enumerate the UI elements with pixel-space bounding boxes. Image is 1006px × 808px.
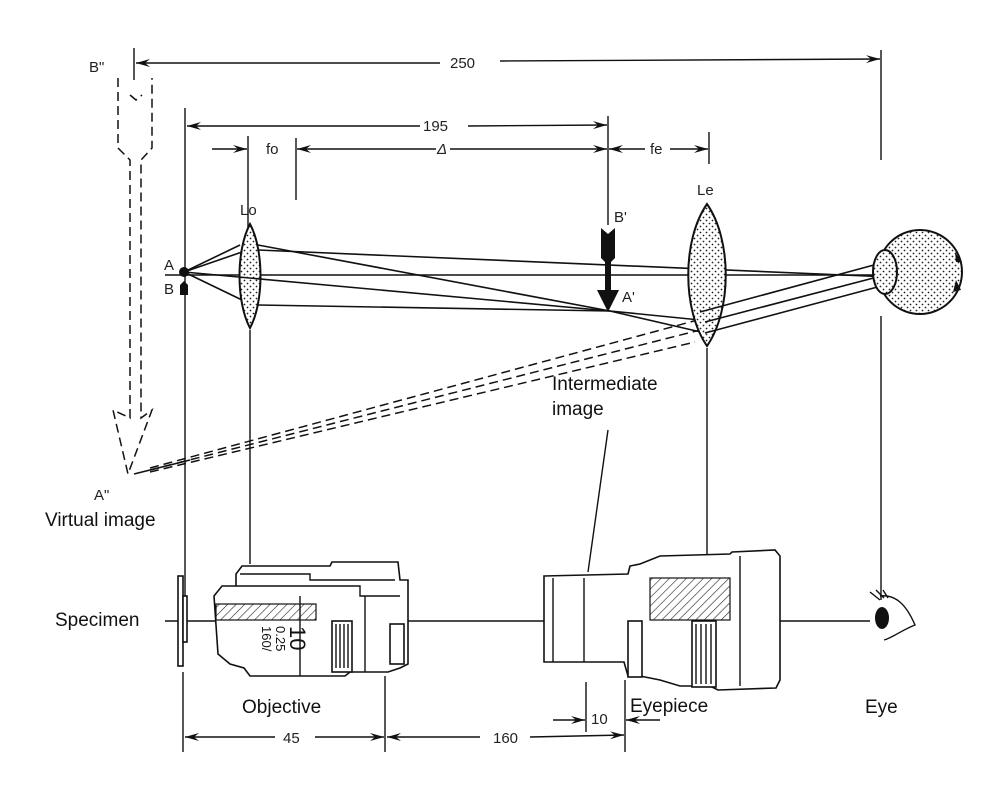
dimension-10-label: 10	[591, 711, 608, 728]
dimension-195-label: 195	[423, 118, 448, 135]
dimension-45: 45	[182, 672, 386, 752]
a-double-prime-label: A"	[94, 487, 109, 504]
intermediate-label-line2: image	[552, 399, 604, 420]
dimension-160-label: 160	[493, 730, 518, 747]
objective-rays	[183, 244, 961, 334]
intermediate-label-line1: Intermediate	[552, 374, 658, 395]
lo-label: Lo	[240, 202, 257, 219]
eye-label: Eye	[865, 697, 898, 718]
objective-body: 10 0.25 160/ Objective	[213, 561, 409, 718]
dimension-45-label: 45	[283, 730, 300, 747]
fo-label: fo	[266, 141, 279, 158]
le-label: Le	[697, 182, 714, 199]
objective-tube-length: 160/	[259, 626, 274, 652]
virtual-image-arrow: B" A"	[89, 59, 154, 504]
eyeball	[872, 229, 963, 600]
virtual-rays	[133, 317, 706, 475]
dimension-10: 10	[553, 682, 660, 732]
specimen-slide: Specimen	[55, 575, 188, 667]
b-label: B	[164, 281, 174, 298]
eye-icon: Eye	[865, 589, 916, 718]
objective-na: 0.25	[273, 626, 288, 651]
intermediate-image-arrow: B' A'	[597, 209, 635, 312]
dimension-250: 250	[133, 48, 882, 160]
dimension-delta: Δ	[297, 141, 607, 158]
objective-label: Objective	[242, 697, 321, 718]
virtual-image-label: Virtual image	[45, 510, 156, 531]
dimension-195: 195	[184, 108, 609, 605]
delta-label: Δ	[436, 141, 447, 158]
b-double-prime-label: B"	[89, 59, 104, 76]
objective-magnification: 10	[285, 626, 310, 650]
specimen-label: Specimen	[55, 610, 140, 631]
eyepiece-lens: Le	[687, 182, 727, 560]
eyepiece-label: Eyepiece	[630, 696, 708, 717]
dimension-160: 160	[387, 680, 626, 752]
objective-lens: Lo	[238, 202, 262, 564]
b-prime-label: B'	[614, 209, 627, 226]
intermediate-image-callout: Intermediate image	[552, 374, 658, 573]
dimension-fe: fe	[609, 132, 710, 164]
a-label: A	[164, 257, 174, 274]
dimension-fo: fo	[212, 136, 297, 230]
dimension-250-label: 250	[450, 55, 475, 72]
a-prime-label: A'	[622, 289, 635, 306]
fe-label: fe	[650, 141, 663, 158]
eyepiece-body: Eyepiece	[543, 549, 781, 717]
